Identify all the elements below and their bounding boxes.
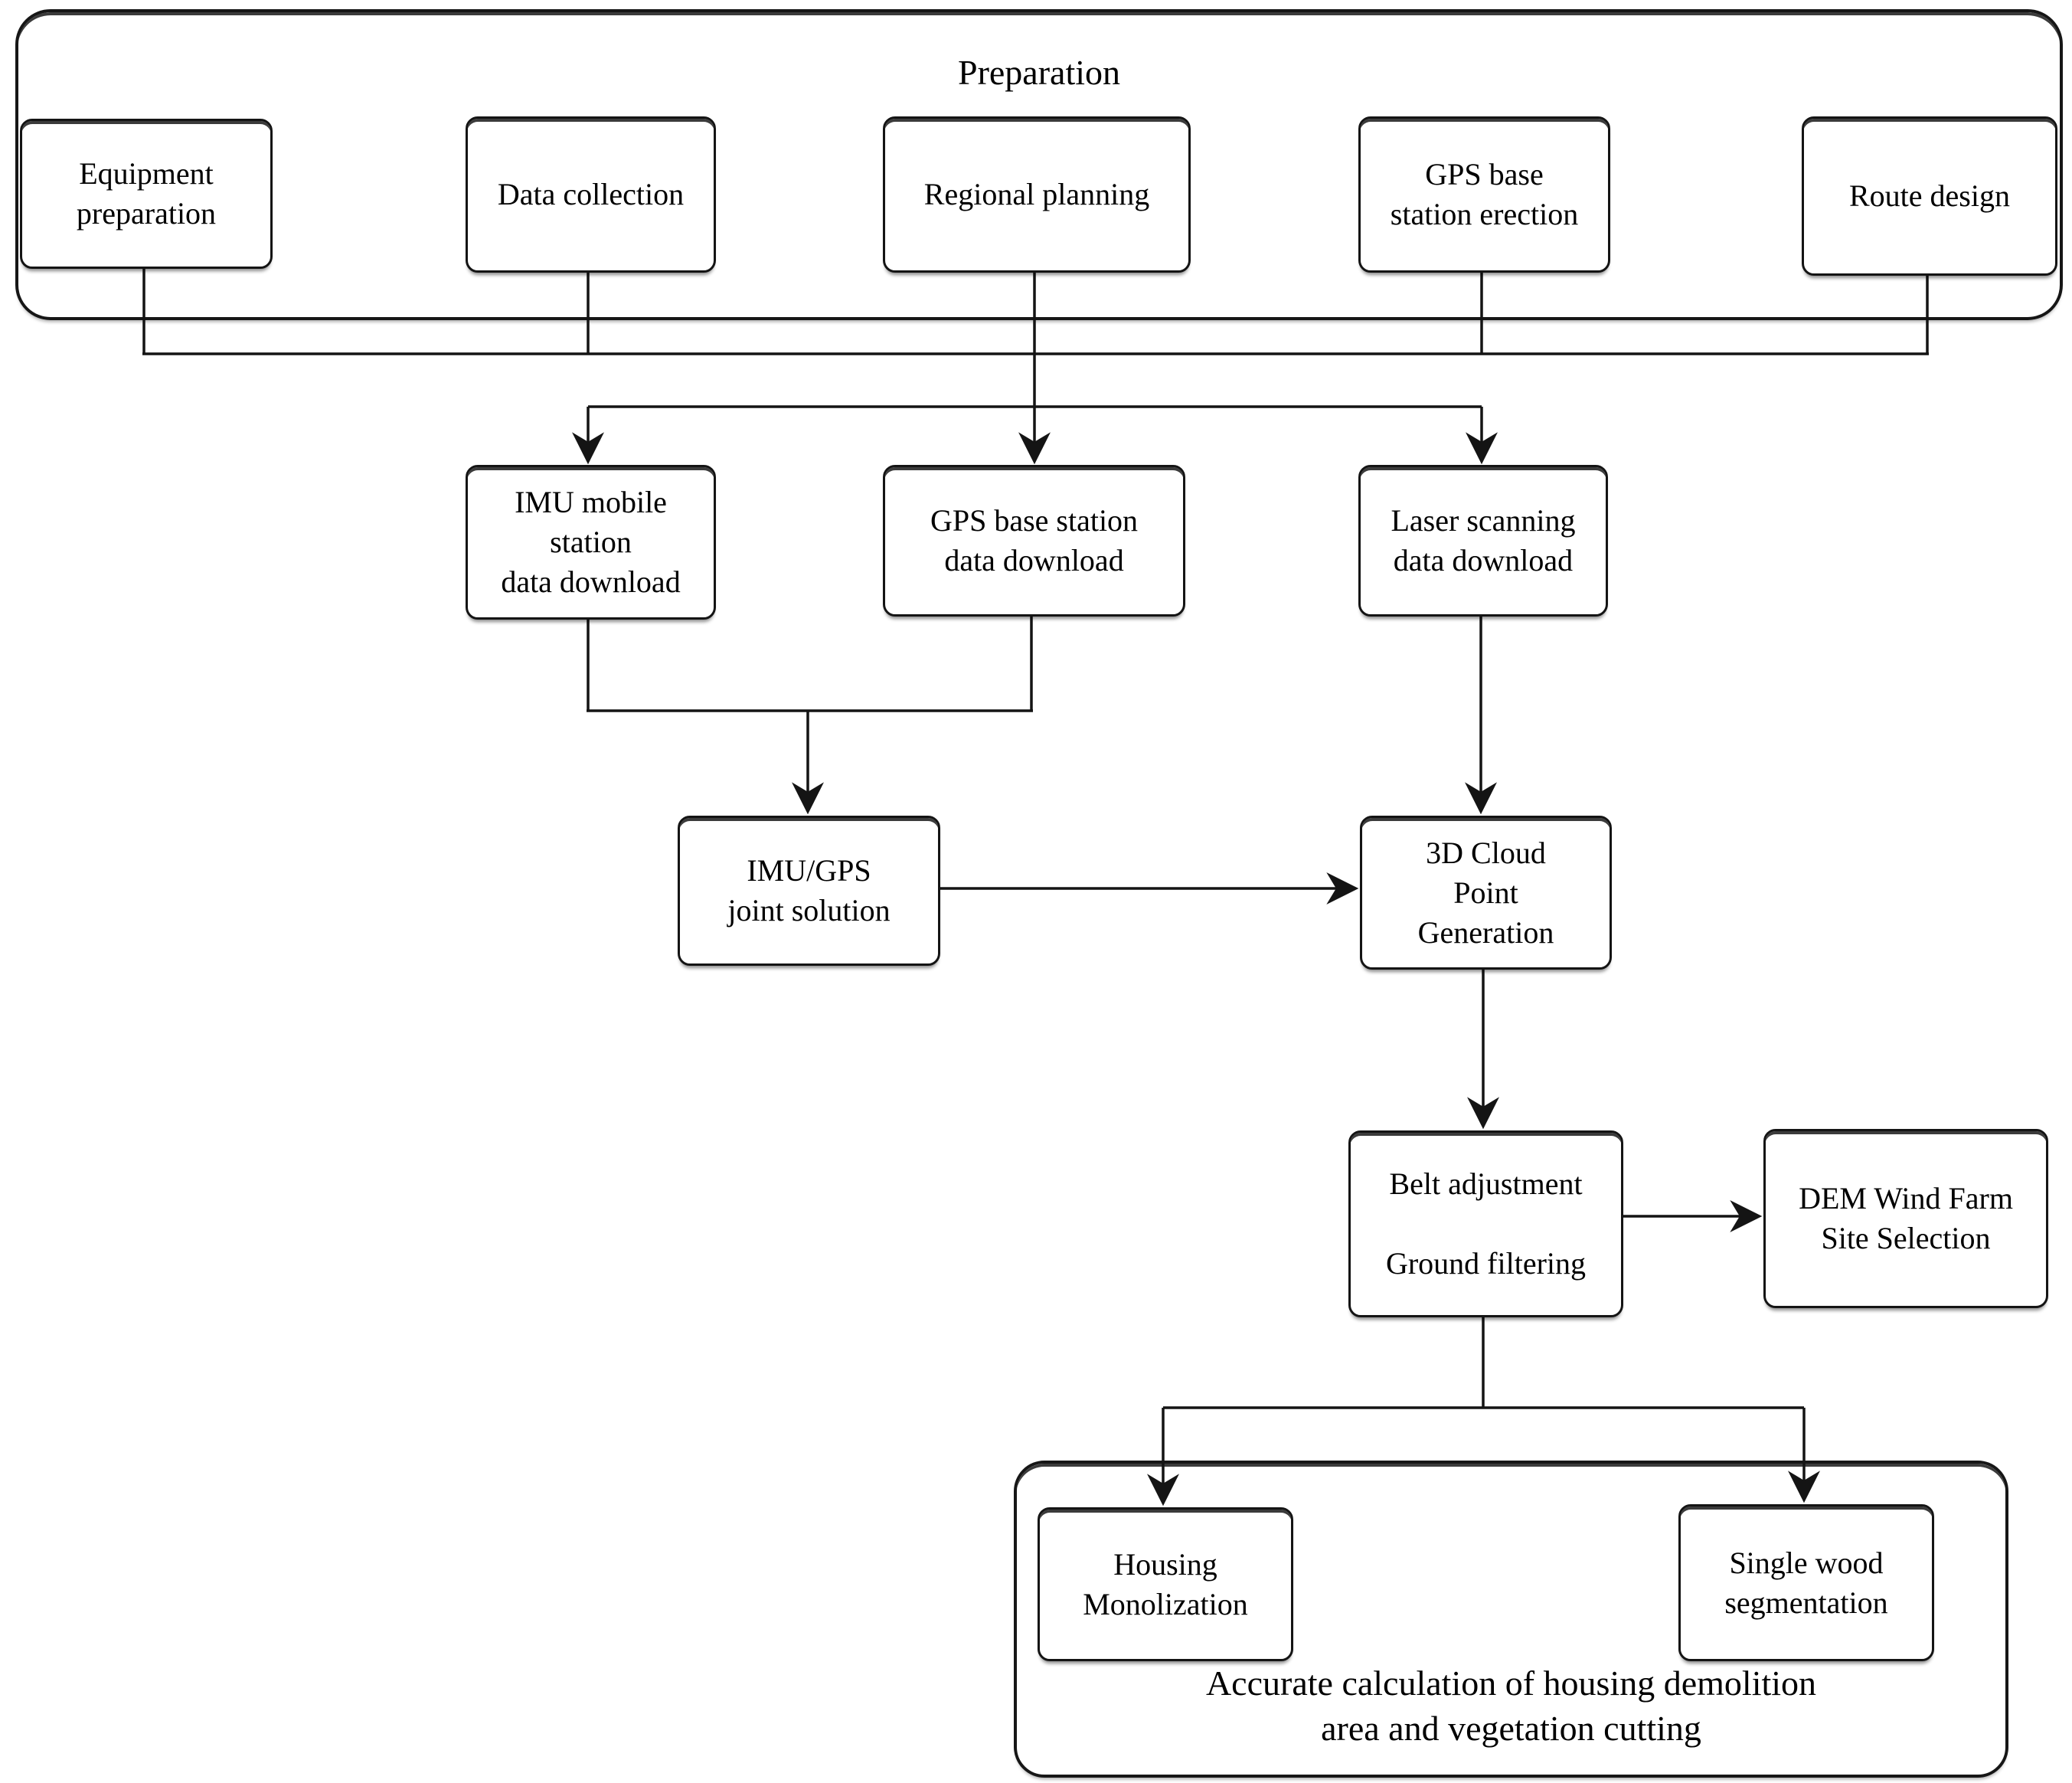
node-housing-monolization-label: Housing Monolization [1083,1546,1248,1621]
node-housing-monolization: Housing Monolization [1038,1507,1293,1661]
connector-arrows [572,407,1820,1507]
node-belt-adjustment-ground-filtering: Belt adjustment Ground filtering [1348,1130,1623,1317]
node-equipment-preparation: Equipment preparation [20,119,273,269]
node-single-wood-segmentation-label: Single wood segmentation [1724,1545,1888,1620]
node-laser-scanning-data-download-label: Laser scanning data download [1391,503,1576,577]
node-imu-mobile-station-data-download: IMU mobile station data download [466,465,716,620]
preparation-group-title: Preparation [957,53,1121,92]
node-route-design-label: Route design [1849,178,2010,213]
node-3d-cloud-point-generation: 3D Cloud Point Generation [1360,816,1612,970]
node-data-collection-label: Data collection [497,177,685,211]
node-belt-adjustment-ground-filtering-label: Belt adjustment Ground filtering [1385,1166,1587,1281]
preparation-group-frame: Preparation [15,9,2063,320]
node-data-collection: Data collection [466,116,716,273]
node-3d-cloud-point-generation-label: 3D Cloud Point Generation [1417,835,1554,950]
results-group-caption: Accurate calculation of housing demoliti… [1205,1664,1817,1748]
node-gps-base-station-erection-label: GPS base station erection [1390,157,1579,231]
node-dem-wind-farm-site-selection-label: DEM Wind Farm Site Selection [1799,1181,2013,1255]
node-imu-gps-joint-solution-label: IMU/GPS joint solution [727,853,891,927]
node-regional-planning-label: Regional planning [923,177,1150,211]
node-gps-base-station-erection: GPS base station erection [1358,116,1610,273]
node-dem-wind-farm-site-selection: DEM Wind Farm Site Selection [1763,1129,2048,1308]
node-imu-mobile-station-data-download-label: IMU mobile station data download [501,485,681,599]
node-laser-scanning-data-download: Laser scanning data download [1358,465,1608,617]
node-single-wood-segmentation: Single wood segmentation [1678,1504,1934,1661]
node-gps-base-station-data-download-label: GPS base station data download [930,503,1139,577]
node-regional-planning: Regional planning [883,116,1191,273]
results-group-frame: Accurate calculation of housing demoliti… [1014,1461,2008,1778]
node-route-design: Route design [1802,116,2057,276]
node-gps-base-station-data-download: GPS base station data download [883,465,1185,617]
node-imu-gps-joint-solution: IMU/GPS joint solution [678,816,940,966]
node-equipment-preparation-label: Equipment preparation [76,156,217,231]
